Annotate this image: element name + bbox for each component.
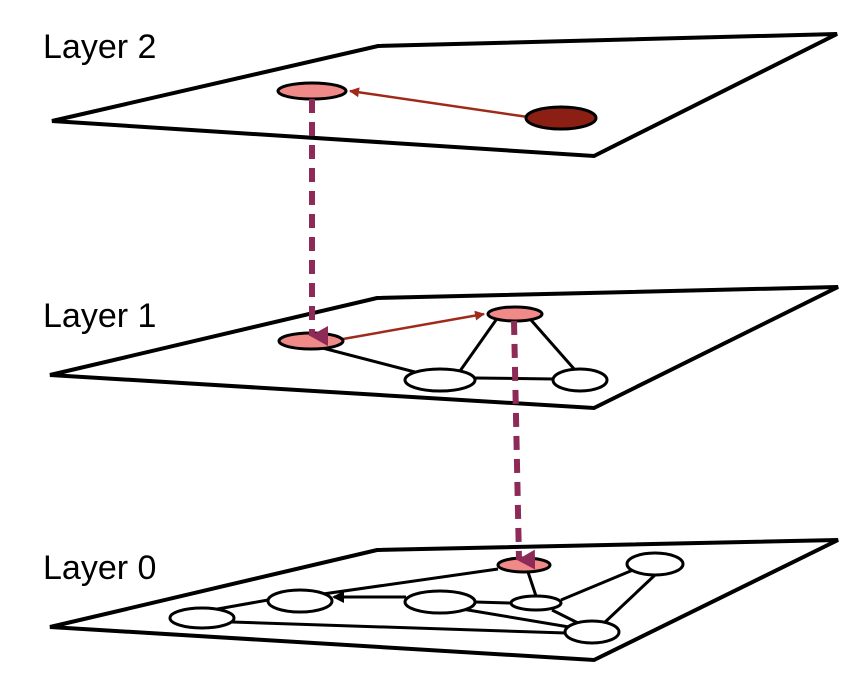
- layer-0-edge: [526, 571, 538, 597]
- layer-1-node: [551, 367, 609, 393]
- layer-2-search-arrow: [349, 87, 529, 119]
- layer-2-label: Layer 2: [43, 28, 156, 66]
- layer-0-node: [168, 606, 236, 630]
- layer-2: Layer 2: [43, 28, 838, 159]
- layer-0-edge: [461, 607, 576, 630]
- layer-0-node: [625, 551, 685, 577]
- layer-1-node: [403, 367, 477, 393]
- layer-0-node: [403, 589, 477, 615]
- layer-1: Layer 1: [43, 285, 839, 411]
- layer-1-edge: [458, 319, 498, 372]
- layer-0-edge: [601, 573, 657, 626]
- layer-0-node-search: [496, 556, 552, 574]
- layer-1-edge: [529, 319, 577, 371]
- layer-transitions: [309, 99, 536, 570]
- layer-2-node-entry-point: [524, 105, 598, 131]
- layer-0-edge: [231, 620, 567, 635]
- layer-2-plane: [51, 32, 838, 159]
- layer-0: Layer 0: [43, 538, 839, 663]
- layer-2-node-search: [276, 81, 348, 101]
- drop-line-layer1-to-layer0: [511, 320, 536, 570]
- layer-0-edge: [560, 568, 634, 602]
- layer-0-edge: [551, 608, 581, 626]
- layer-0-node: [563, 619, 621, 645]
- layer-1-node-search: [486, 305, 544, 323]
- layer-1-label: Layer 1: [43, 297, 156, 335]
- layer-0-label: Layer 0: [43, 549, 156, 587]
- layer-0-edge: [211, 598, 269, 612]
- layer-1-search-arrow: [342, 310, 485, 341]
- layer-1-plane: [49, 285, 839, 411]
- layer-0-node: [266, 588, 334, 614]
- layer-0-edge: [474, 600, 511, 605]
- layer-0-node: [509, 594, 563, 612]
